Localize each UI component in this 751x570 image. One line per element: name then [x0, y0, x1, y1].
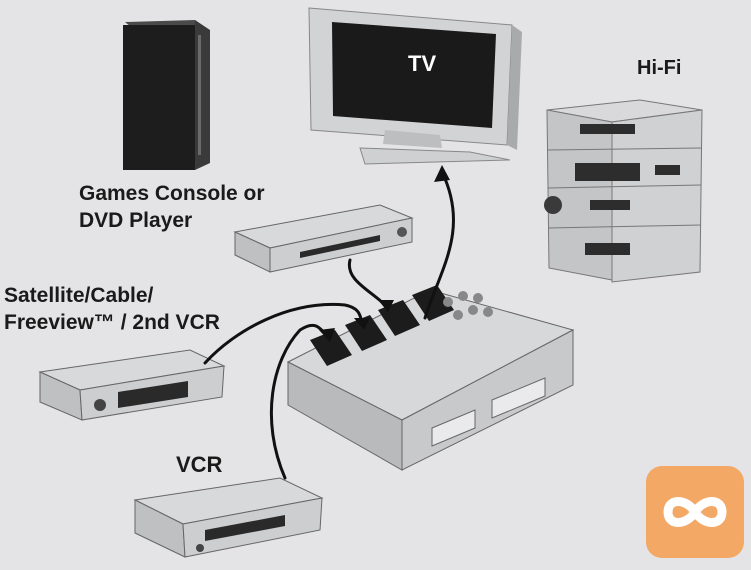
games-console-illustration: [123, 20, 210, 170]
games-console-label: Games Console or DVD Player: [79, 180, 265, 234]
logo-badge: [646, 466, 744, 558]
vcr-label: VCR: [176, 452, 223, 477]
games-console-label-line1: Games Console or: [79, 182, 265, 205]
satellite-label-line1: Satellite/Cable/: [4, 284, 154, 307]
tv-illustration: [308, 7, 522, 165]
infinity-icon: [663, 497, 727, 527]
dvd-player-illustration: [233, 204, 414, 273]
vcr-illustration: [133, 477, 324, 558]
satellite-label-line2: Freeview™ / 2nd VCR: [4, 311, 220, 334]
tv-label: TV: [408, 51, 437, 76]
satellite-label: Satellite/Cable/ Freeview™ / 2nd VCR: [4, 282, 220, 336]
satellite-box-illustration: [38, 349, 226, 421]
hifi-stack-illustration: [544, 99, 703, 283]
hifi-label: Hi-Fi: [637, 57, 682, 79]
cables: [203, 165, 455, 480]
av-switch-box-illustration: [286, 285, 575, 471]
games-console-label-line2: DVD Player: [79, 209, 193, 232]
